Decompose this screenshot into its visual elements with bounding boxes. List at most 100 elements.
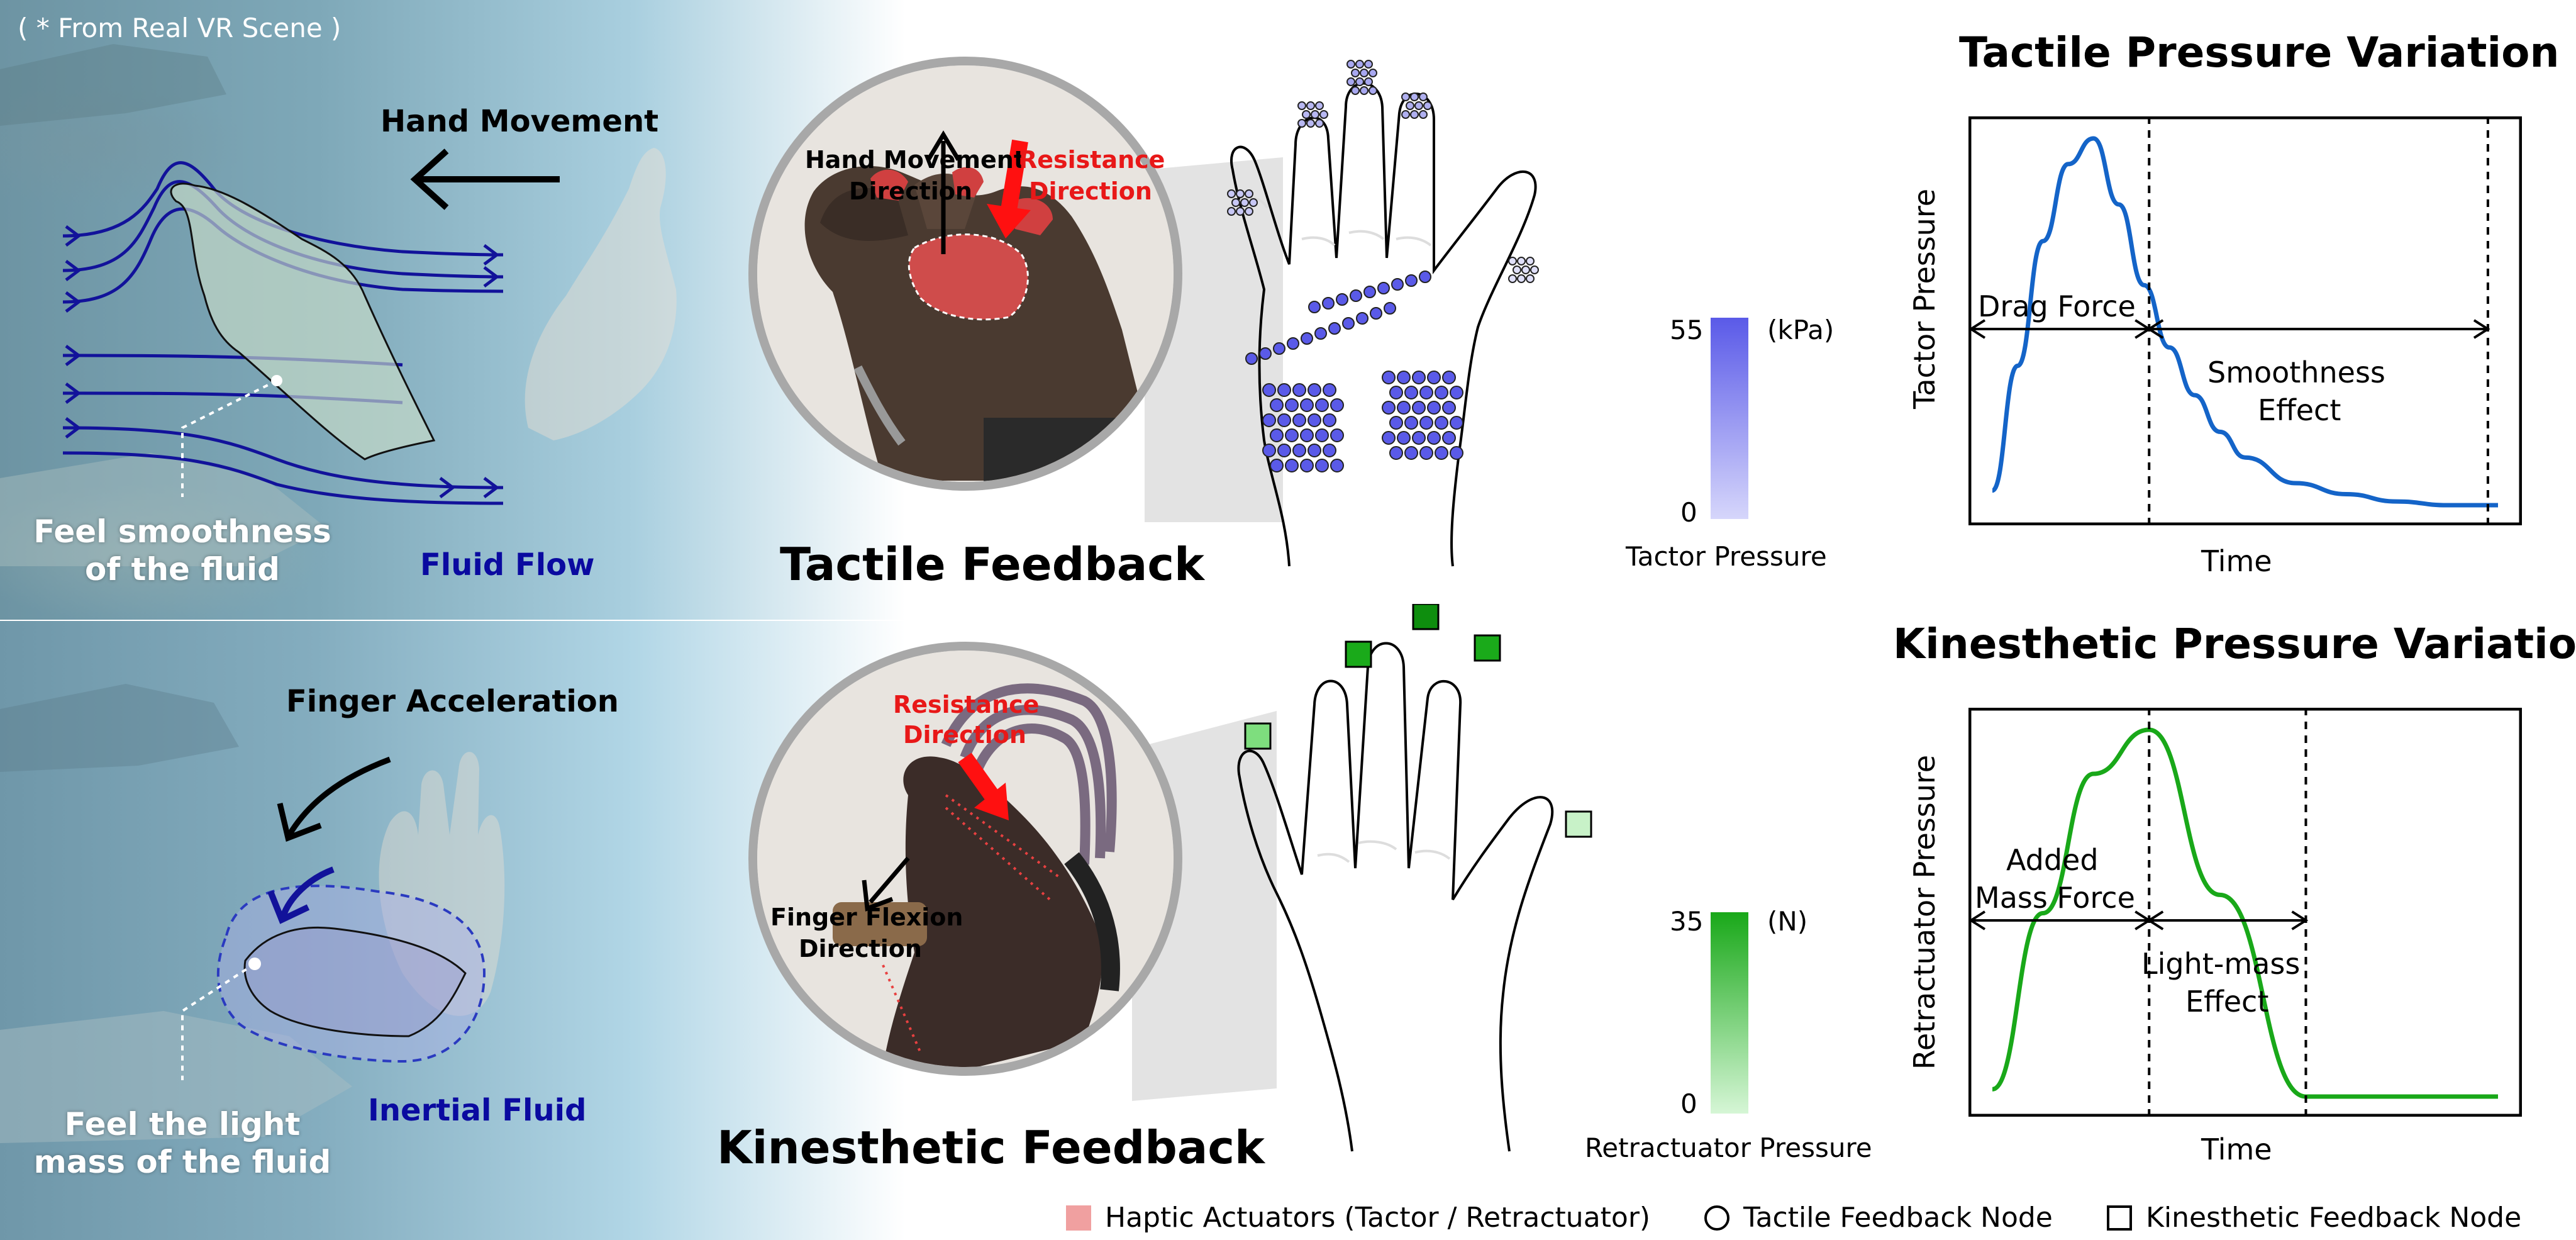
legend-kinesthetic-label: Kinesthetic Feedback Node: [2146, 1202, 2522, 1234]
kinesthetic-chart-ylabel: Retractuator Pressure: [1907, 754, 1941, 1070]
tactile-node-palm: [1427, 401, 1441, 415]
finger-acceleration-label: Finger Acceleration: [286, 684, 619, 719]
tactile-node-palm: [1323, 383, 1336, 397]
tactile-node-palm: [1405, 274, 1418, 287]
tactile-node-palm: [1308, 301, 1321, 313]
hand-movement-label: Hand Movement: [380, 104, 659, 139]
tactile-node-index: [1302, 110, 1311, 119]
tactile-node-palm: [1412, 431, 1426, 445]
tactile-node-palm: [1350, 289, 1362, 302]
kinesthetic-feedback-title: Kinesthetic Feedback: [717, 1121, 1265, 1174]
tactile-node-palm: [1300, 398, 1314, 412]
tactile-node-pinky: [1530, 265, 1539, 274]
light-mass-effect-label-1: Light-mass: [2141, 947, 2301, 981]
series-line: [1991, 136, 2498, 508]
tactile-node-palm: [1307, 413, 1321, 427]
haptic-glove-illustration: [757, 65, 1174, 482]
tactile-node-palm: [1389, 416, 1403, 430]
finger-flexion-direction-label-1: Finger Flexion: [770, 903, 963, 931]
tactile-node-thumb: [1227, 207, 1236, 216]
tactile-node-palm: [1307, 383, 1321, 397]
tactile-node-ring: [1401, 92, 1410, 101]
phase-arrow-2-head-right: [2291, 910, 2309, 930]
feel-smoothness-label-line1: Feel smoothness: [33, 513, 331, 550]
tactile-node-palm: [1270, 459, 1284, 472]
legend-tactile-label: Tactile Feedback Node: [1743, 1202, 2053, 1234]
tactile-feedback-title: Tactile Feedback: [780, 538, 1204, 591]
tactile-chart-title: Tactile Pressure Variation: [1959, 28, 2560, 77]
tactile-node-palm: [1330, 398, 1344, 412]
legend-kinesthetic-node: Kinesthetic Feedback Node: [2107, 1202, 2521, 1234]
tactile-node-index: [1297, 101, 1306, 110]
tactile-node-palm: [1442, 431, 1456, 445]
retractuator-pressure-label: Retractuator Pressure: [1585, 1132, 1872, 1163]
tactile-node-palm: [1315, 459, 1329, 472]
finger-flexion-direction-label-2: Direction: [799, 935, 922, 963]
kinesthetic-node-pinky: [1565, 810, 1592, 838]
tactile-node-palm: [1262, 444, 1276, 457]
feel-light-mass-label-line2: mass of the fluid: [33, 1144, 331, 1180]
tactile-node-palm: [1450, 386, 1463, 399]
smoothness-effect-label-2: Effect: [2258, 393, 2341, 427]
tactile-node-palm: [1419, 446, 1433, 460]
series-line: [1991, 727, 2498, 1099]
tactile-node-middle: [1360, 69, 1368, 77]
tactile-node-middle: [1364, 77, 1373, 86]
tactile-node-palm: [1435, 416, 1448, 430]
fluid-flow-illustration: [0, 44, 677, 566]
phase-arrow-2-head-left: [2146, 319, 2164, 339]
tactile-node-palm: [1382, 371, 1396, 384]
tactile-node-palm: [1427, 371, 1441, 384]
tactile-node-thumb: [1236, 207, 1245, 216]
tactile-node-pinky: [1513, 265, 1521, 274]
tactor-scale-unit: (kPa): [1767, 315, 1835, 345]
tactile-pressure-chart: [1968, 116, 2522, 525]
legend-tactile-node: Tactile Feedback Node: [1704, 1202, 2053, 1234]
tactile-node-middle: [1355, 60, 1364, 69]
tactor-scale-max: 55: [1670, 315, 1704, 345]
tactile-node-palm: [1301, 332, 1313, 345]
tactile-node-palm: [1419, 386, 1433, 399]
tactile-node-palm: [1270, 398, 1284, 412]
tactile-node-palm: [1330, 428, 1344, 442]
tactile-hand-map: [1227, 60, 1539, 567]
circle-node-icon: [1704, 1205, 1729, 1231]
tactile-node-palm: [1442, 401, 1456, 415]
tactile-node-thumb: [1240, 198, 1249, 207]
tactile-node-palm: [1442, 371, 1456, 384]
kinesthetic-node-ring: [1474, 634, 1501, 662]
tactile-node-middle: [1360, 86, 1368, 95]
tactile-node-palm: [1245, 352, 1258, 365]
phase-arrow-1-head-left: [1968, 910, 1986, 930]
tactile-node-palm: [1419, 416, 1433, 430]
tactor-pressure-colorbar: [1711, 318, 1748, 519]
tactile-node-index: [1306, 101, 1315, 110]
kinesthetic-pressure-chart: [1968, 708, 2522, 1117]
tactile-node-palm: [1323, 413, 1336, 427]
tactile-node-thumb: [1227, 189, 1236, 198]
tactile-glove-closeup: [748, 57, 1182, 491]
tactile-node-palm: [1389, 446, 1403, 460]
tactile-node-palm: [1328, 322, 1341, 335]
hand-movement-direction-label-1: Hand Movement: [805, 146, 1025, 174]
tactile-node-palm: [1382, 401, 1396, 415]
tactile-node-ring: [1423, 101, 1432, 110]
tactile-node-ring: [1419, 92, 1428, 101]
tactile-node-palm: [1397, 431, 1411, 445]
tactile-node-palm: [1435, 446, 1448, 460]
resistance-direction-label-top-1: Resistance: [1019, 146, 1165, 174]
tactile-node-palm: [1273, 342, 1285, 355]
tactile-chart-ylabel: Tactor Pressure: [1907, 188, 1941, 410]
inertial-fluid-label: Inertial Fluid: [368, 1093, 587, 1128]
tactile-node-index: [1311, 110, 1319, 119]
tactile-node-thumb: [1245, 207, 1253, 216]
kinesthetic-node-middle: [1412, 604, 1440, 630]
tactile-node-index: [1306, 119, 1315, 128]
tactile-node-palm: [1277, 413, 1291, 427]
fluid-flow-label: Fluid Flow: [420, 547, 595, 583]
tactile-node-palm: [1336, 293, 1348, 306]
retractuator-scale-unit: (N): [1767, 906, 1808, 937]
resistance-direction-label-bottom-1: Resistance: [893, 691, 1040, 718]
tactile-node-palm: [1277, 383, 1291, 397]
actuator-swatch: [1066, 1205, 1091, 1231]
